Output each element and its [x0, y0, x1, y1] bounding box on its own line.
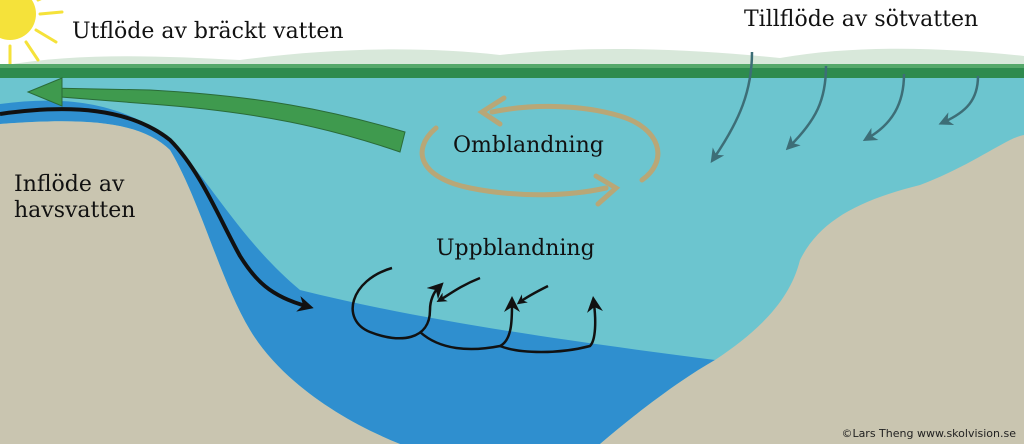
upwelling-arrows: [351, 266, 603, 354]
seabed-right: [600, 135, 1024, 444]
freshwater-arrows: [710, 51, 980, 163]
seabed-left: [0, 121, 400, 444]
mixing-arrow: [419, 95, 661, 207]
inflow-current-arrow: [0, 107, 314, 312]
freshwater-label: Tillflöde av sötvatten: [744, 7, 979, 32]
deep-water: [0, 100, 715, 444]
mixing-label: Omblandning: [453, 133, 604, 158]
sun-icon: [0, 0, 64, 66]
outflow-arrow: [26, 77, 406, 153]
outflow-label: Utflöde av bräckt vatten: [72, 19, 344, 44]
inflow-label: Inflöde av havsvatten: [14, 172, 136, 224]
credit-line: ©Lars Theng www.skolvision.se: [837, 424, 1024, 444]
upwelling-label: Uppblandning: [436, 236, 595, 261]
